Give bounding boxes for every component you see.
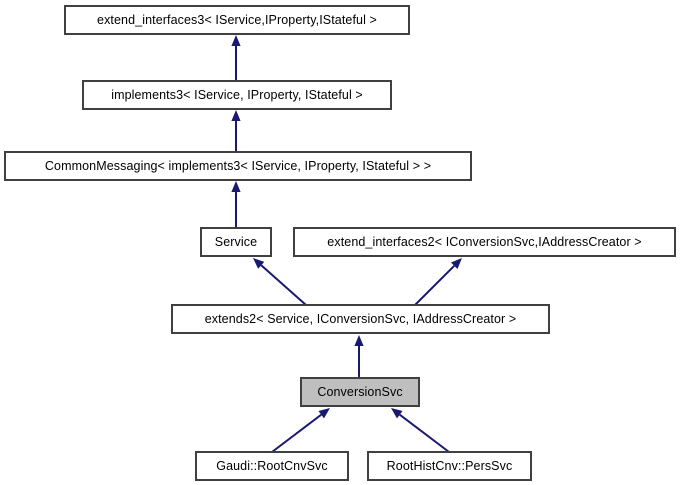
class-node-label: Service: [214, 234, 258, 249]
class-node-label: extend_interfaces2< IConversionSvc,IAddr…: [327, 234, 642, 249]
arrowhead-icon: [354, 335, 364, 346]
arrowhead-icon: [231, 181, 241, 192]
inheritance-edge: [271, 408, 330, 453]
class-node-label: implements3< IService, IProperty, IState…: [111, 87, 363, 102]
class-node-label: ConversionSvc: [317, 384, 403, 399]
arrowhead-icon: [231, 110, 241, 121]
inheritance-edge: [354, 335, 364, 378]
inheritance-edge: [231, 110, 241, 152]
arrowhead-icon: [231, 35, 241, 46]
inheritance-edge: [231, 181, 241, 228]
arrowhead-icon: [318, 408, 330, 419]
class-node-label: CommonMessaging< implements3< IService, …: [44, 158, 432, 173]
class-node-roothistcnv_perssvc[interactable]: RootHistCnv::PersSvc: [367, 451, 532, 481]
inheritance-edge: [391, 408, 450, 453]
inheritance-edge: [231, 35, 241, 81]
class-node-extends2[interactable]: extends2< Service, IConversionSvc, IAddr…: [171, 304, 550, 334]
class-node-service[interactable]: Service: [200, 227, 272, 257]
class-node-label: extends2< Service, IConversionSvc, IAddr…: [204, 311, 517, 326]
class-node-extend_interfaces3[interactable]: extend_interfaces3< IService,IProperty,I…: [64, 5, 410, 35]
class-node-label: RootHistCnv::PersSvc: [386, 458, 513, 473]
arrowhead-icon: [253, 258, 265, 269]
class-node-extend_interfaces2[interactable]: extend_interfaces2< IConversionSvc,IAddr…: [293, 227, 676, 257]
class-node-label: Gaudi::RootCnvSvc: [216, 458, 328, 473]
class-node-conversionsvc[interactable]: ConversionSvc: [300, 377, 420, 407]
class-node-commonmessaging[interactable]: CommonMessaging< implements3< IService, …: [4, 151, 472, 181]
inheritance-edge: [414, 258, 462, 306]
class-node-gaudi_rootcnvsvc[interactable]: Gaudi::RootCnvSvc: [195, 451, 349, 481]
class-node-implements3[interactable]: implements3< IService, IProperty, IState…: [82, 80, 392, 110]
inheritance-edge: [253, 258, 307, 306]
arrowhead-icon: [450, 258, 462, 270]
class-node-label: extend_interfaces3< IService,IProperty,I…: [97, 12, 377, 27]
arrowhead-icon: [391, 408, 403, 419]
